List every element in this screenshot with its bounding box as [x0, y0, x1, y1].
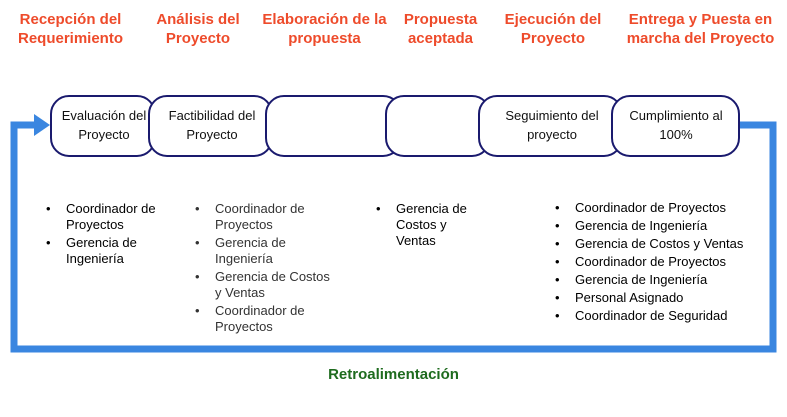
phase-title-4: Propuesta aceptada	[403, 11, 478, 47]
box-label-cumplimiento: Cumplimiento al 100%	[629, 108, 723, 142]
feedback-arrow-head	[34, 114, 50, 136]
list-item: Gerencia de Ingeniería	[553, 218, 768, 234]
list-item: Gerencia de Costos y Ventas	[553, 236, 768, 252]
feedback-loop-line	[10, 121, 777, 353]
phase-box-4	[385, 95, 491, 157]
roles-list-3: Gerencia de Costos y Ventas	[374, 201, 484, 251]
list-item: Gerencia de Ingeniería	[44, 235, 179, 267]
list-item: Coordinador de Proyectos	[193, 303, 333, 335]
list-item: Gerencia de Costos y Ventas	[193, 269, 333, 301]
roles-list-4: Coordinador de Proyectos Gerencia de Ing…	[553, 200, 768, 326]
phase-title-1: Recepción del Requerimiento	[17, 11, 123, 47]
phase-title-2: Análisis del Proyecto	[156, 11, 240, 47]
list-item: Coordinador de Proyectos	[553, 200, 768, 216]
box-label-seguimiento: Seguimiento del proyecto	[505, 108, 599, 142]
box-label-evaluacion: Evaluación del Proyecto	[61, 108, 147, 142]
list-item: Gerencia de Ingeniería	[193, 235, 333, 267]
phase-title-5: Ejecución del Proyecto	[504, 11, 602, 47]
phase-title-3: Elaboración de la propuesta	[262, 11, 387, 47]
feedback-label: Retroalimentación	[328, 366, 459, 383]
roles-list-2: Coordinador de Proyectos Gerencia de Ing…	[193, 201, 333, 337]
list-item: Personal Asignado	[553, 290, 768, 306]
roles-list-1: Coordinador de Proyectos Gerencia de Ing…	[44, 201, 179, 269]
list-item: Gerencia de Costos y Ventas	[374, 201, 484, 249]
list-item: Coordinador de Seguridad	[553, 308, 768, 324]
phase-box-6	[611, 95, 740, 157]
phase-box-3	[265, 95, 402, 157]
phase-title-6: Entrega y Puesta en marcha del Proyecto	[626, 11, 775, 47]
list-item: Coordinador de Proyectos	[44, 201, 179, 233]
list-item: Gerencia de Ingeniería	[553, 272, 768, 288]
box-label-factibilidad: Factibilidad del Proyecto	[168, 108, 256, 142]
list-item: Coordinador de Proyectos	[193, 201, 333, 233]
list-item: Coordinador de Proyectos	[553, 254, 768, 270]
